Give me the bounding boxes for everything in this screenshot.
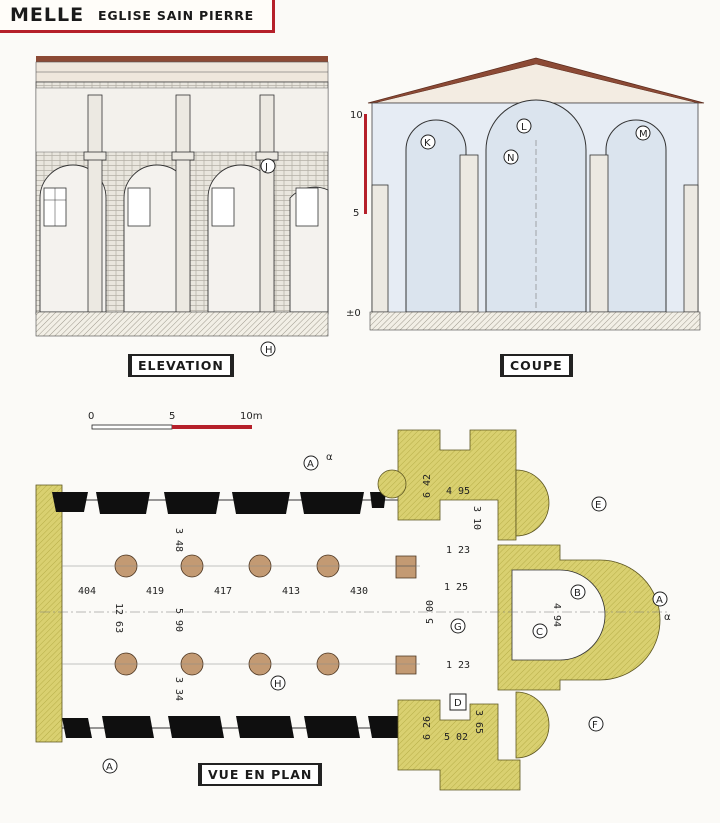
label-vue-en-plan: VUE EN PLAN (198, 763, 323, 786)
coupe-height-scale (364, 114, 367, 214)
coupe-pillars (371, 154, 699, 313)
coupe-north-aisle (405, 119, 467, 313)
plan-south-apsidiole (515, 691, 550, 759)
callouts-plan: A α A A α B C D E F G H (102, 452, 671, 774)
elevation-drawing (35, 56, 329, 337)
callout-d: D (454, 698, 462, 709)
elevation-ground (35, 311, 329, 337)
dim-nave-clear: 5 90 (173, 608, 184, 632)
callout-h-elevation: H (265, 345, 273, 356)
dim-north-apse-depth: 3 10 (471, 506, 482, 530)
dim-bay-2: 419 (146, 586, 164, 597)
plan-west-wall (35, 484, 63, 743)
dim-aisle-south: 3 34 (173, 677, 184, 701)
plan-dimensions: 404 419 417 413 430 12 63 3 48 5 90 3 34… (78, 474, 562, 743)
dim-bay-3: 417 (214, 586, 232, 597)
callouts-upper: J H K L M N (260, 118, 651, 357)
dim-apse-width: 4 94 (551, 603, 562, 627)
callout-alpha-top: α (326, 452, 333, 463)
label-elevation: ELEVATION (128, 354, 234, 377)
dim-transept-north-length: 6 42 (422, 474, 433, 498)
dim-bay-5: 430 (350, 586, 368, 597)
callout-e: E (595, 500, 601, 511)
dim-crossing-south: 1 23 (446, 660, 470, 671)
scale-label-0: 0 (88, 411, 94, 422)
callout-n: N (507, 153, 514, 164)
plan-north-wall-piers (52, 492, 386, 514)
coupe-ground (369, 311, 701, 331)
scale-label-10m: 10m (240, 411, 262, 422)
dim-crossing-span: 1 25 (444, 582, 468, 593)
callout-g: G (454, 622, 462, 633)
plan-nave-piers (114, 554, 417, 676)
callout-j: J (264, 162, 268, 173)
dim-transept-south-length: 6 26 (422, 716, 433, 740)
title-sub: EGLISE SAIN PIERRE (98, 8, 254, 23)
dim-crossing-north: 1 23 (446, 545, 470, 556)
title-box: MELLE EGLISE SAIN PIERRE (0, 0, 275, 33)
callout-k: K (424, 138, 431, 149)
plan-north-transept-wall (397, 429, 517, 541)
dim-transept-north-width: 4 95 (446, 486, 470, 497)
dim-bay-4: 413 (282, 586, 300, 597)
elevation-roof-beam (36, 56, 328, 62)
dim-south-apse-depth: 3 65 (473, 710, 484, 734)
dim-aisle-north: 3 48 (173, 528, 184, 552)
dim-bay-1: 404 (78, 586, 96, 597)
label-coupe: COUPE (500, 354, 573, 377)
callout-a-bottom: A (106, 762, 113, 773)
elevation-columns (83, 94, 279, 313)
plan-north-apsidiole (515, 469, 550, 537)
dim-transept-south-width: 5 02 (444, 732, 468, 743)
callout-f: F (592, 720, 598, 731)
callout-m: M (639, 129, 648, 140)
callout-l: L (521, 122, 527, 133)
scale-bar: 0 5 10m (88, 411, 262, 430)
coupe-drawing: 10 5 ±0 (346, 57, 705, 331)
plan-south-wall-piers (62, 716, 398, 738)
callout-b: B (574, 588, 581, 599)
callout-h-plan: H (274, 679, 282, 690)
title-main: MELLE (10, 4, 85, 26)
coupe-south-aisle (605, 119, 667, 313)
dim-nave-width: 12 63 (113, 603, 124, 633)
height-mark-0: ±0 (346, 308, 361, 319)
scale-label-5: 5 (169, 411, 175, 422)
callout-a-top: A (307, 459, 314, 470)
plan-drawing (35, 429, 670, 791)
callout-alpha-right: α (664, 612, 671, 623)
height-mark-5: 5 (353, 208, 359, 219)
dim-crossing-width: 5 00 (425, 600, 436, 624)
plan-south-transept-wall (397, 699, 521, 791)
callout-a-right: A (656, 595, 663, 606)
plan-stair-turret (377, 469, 407, 499)
height-mark-10: 10 (350, 110, 363, 121)
callout-c: C (536, 627, 543, 638)
